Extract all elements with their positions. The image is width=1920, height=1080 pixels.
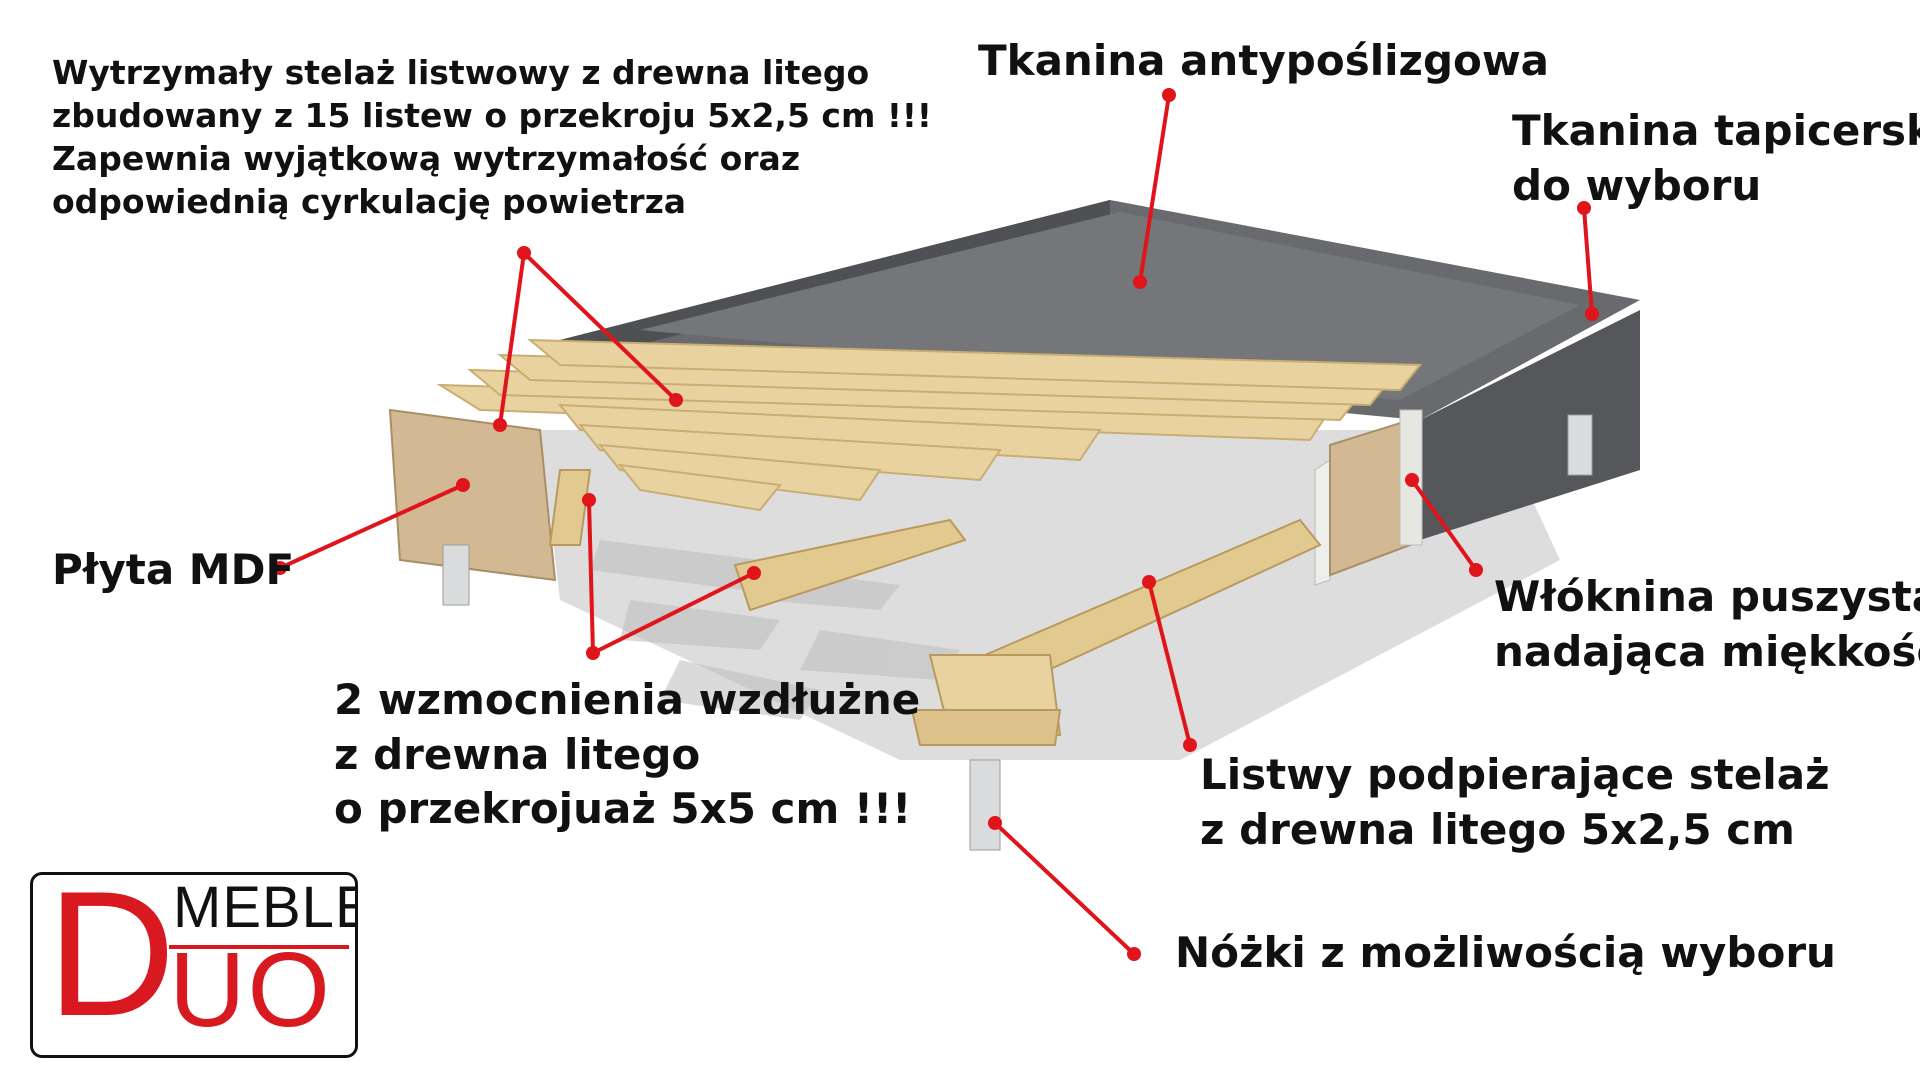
label-fleece-line-1: Włóknina puszysta	[1494, 570, 1920, 625]
label-legs-line-1: Nóżki z możliwością wyboru	[1175, 926, 1836, 981]
label-fleece: Włóknina puszysta nadająca miękkości	[1494, 570, 1920, 679]
label-fleece-line-2: nadająca miękkości	[1494, 625, 1920, 680]
label-slatted-frame: Wytrzymały stelaż listwowy z drewna lite…	[52, 52, 932, 224]
fleece-panel	[1315, 460, 1330, 585]
label-support-slats-line-2: z drewna litego 5x2,5 cm	[1200, 803, 1830, 858]
label-mdf-board: Płyta MDF	[52, 543, 294, 598]
meble-duo-logo: D MEBLE UO	[30, 872, 358, 1058]
leg-front-center	[970, 760, 1000, 850]
label-upholstery-fabric-line-1: Tkanina tapicerska	[1512, 104, 1920, 159]
label-mdf-board-line-1: Płyta MDF	[52, 543, 294, 598]
label-slatted-frame-line-1: Wytrzymały stelaż listwowy z drewna lite…	[52, 52, 932, 95]
label-slatted-frame-line-3: Zapewnia wyjątkową wytrzymałość oraz	[52, 138, 932, 181]
label-reinforcements-line-2: z drewna litego	[334, 728, 920, 783]
mdf-panel-left	[390, 410, 555, 580]
label-upholstery-fabric-line-2: do wyboru	[1512, 159, 1920, 214]
pointer-legs	[995, 823, 1134, 954]
logo-uo-text: UO	[169, 937, 332, 1043]
label-reinforcements-line-3: o przekrojuaż 5x5 cm !!!	[334, 782, 920, 837]
label-support-slats: Listwy podpierające stelaż z drewna lite…	[1200, 748, 1830, 857]
leg-front-left	[443, 545, 469, 605]
label-slatted-frame-line-4: odpowiednią cyrkulację powietrza	[52, 181, 932, 224]
label-antislip-fabric-line-1: Tkanina antypoślizgowa	[978, 34, 1549, 89]
label-upholstery-fabric: Tkanina tapicerska do wyboru	[1512, 104, 1920, 213]
logo-letter-d: D	[47, 872, 176, 1043]
leg-back-right	[1568, 415, 1592, 475]
label-reinforcements: 2 wzmocnienia wzdłużne z drewna litego o…	[334, 673, 920, 837]
label-reinforcements-line-1: 2 wzmocnienia wzdłużne	[334, 673, 920, 728]
label-antislip-fabric: Tkanina antypoślizgowa	[978, 34, 1549, 89]
label-slatted-frame-line-2: zbudowany z 15 listew o przekroju 5x2,5 …	[52, 95, 932, 138]
label-legs: Nóżki z możliwością wyboru	[1175, 926, 1836, 981]
support-block-base	[912, 710, 1060, 745]
label-support-slats-line-1: Listwy podpierające stelaż	[1200, 748, 1830, 803]
logo-meble-text: MEBLE	[173, 879, 358, 937]
